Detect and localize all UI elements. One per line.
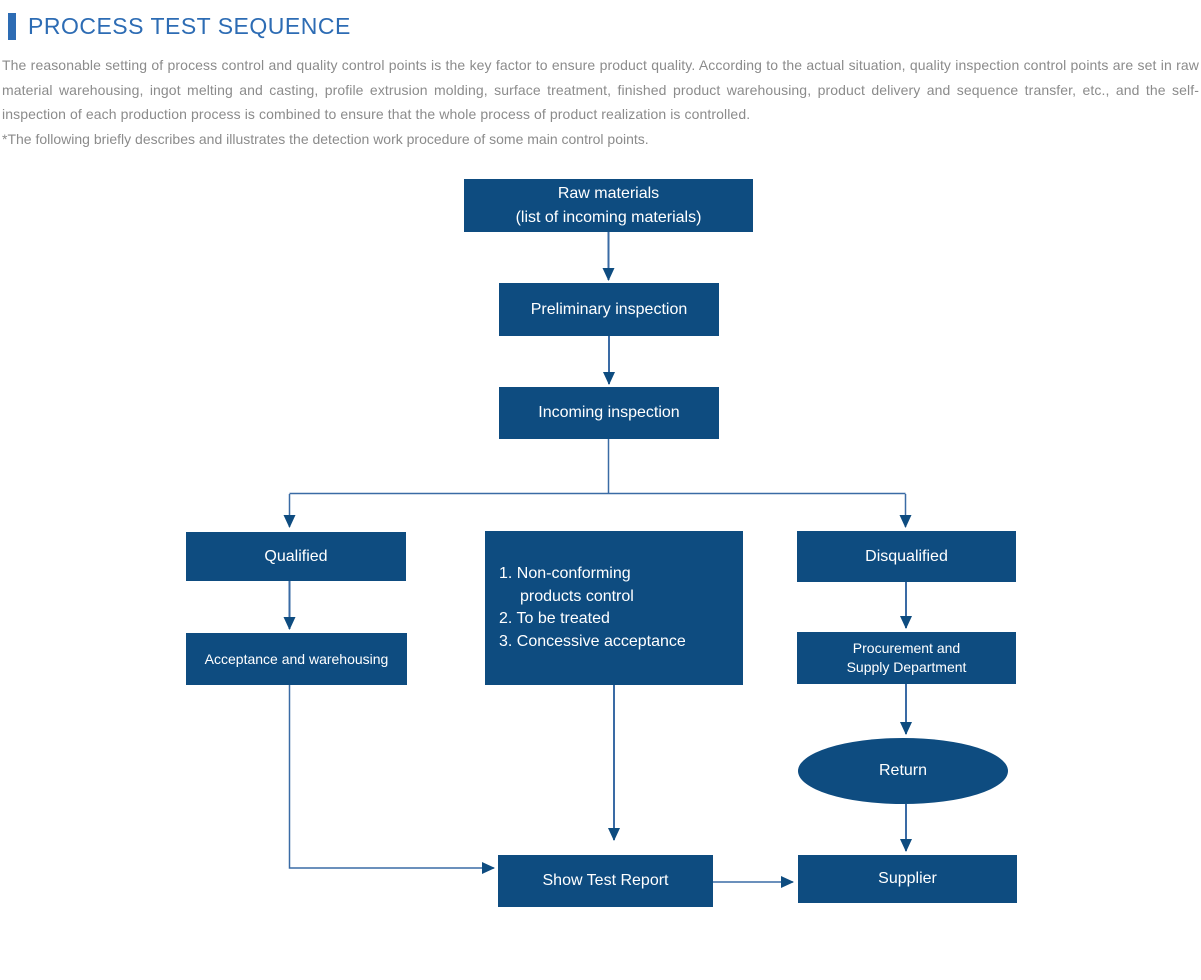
nonconforming-item1: 1. Non-conforming — [499, 565, 631, 582]
edge-incoming-branch — [289, 439, 906, 495]
page-title: PROCESS TEST SEQUENCE — [28, 13, 351, 39]
section-header: PROCESS TEST SEQUENCE — [0, 0, 1201, 40]
nonconforming-item3: 3. Concessive acceptance — [499, 632, 686, 650]
node-incoming-inspection: Incoming inspection — [499, 387, 719, 439]
node-return: Return — [798, 738, 1008, 804]
node-raw-materials-line1: Raw materials — [557, 184, 660, 202]
node-show-test-report: Show Test Report — [498, 855, 713, 907]
node-disqualified: Disqualified — [797, 531, 1016, 582]
node-acceptance-warehousing: Acceptance and warehousing — [186, 633, 407, 685]
node-nonconforming-control: 1. Non-conforming products control 2. To… — [485, 531, 743, 685]
intro-paragraph: The reasonable setting of process contro… — [2, 57, 1199, 122]
procurement-line2: Supply Department — [846, 659, 967, 675]
node-qualified: Qualified — [186, 532, 406, 581]
edge-acceptance-to-showreport — [288, 685, 495, 874]
nonconforming-item2: 2. To be treated — [499, 610, 610, 627]
title-accent-bar — [8, 13, 16, 40]
node-procurement-supply: Procurement and Supply Department — [797, 632, 1016, 684]
procurement-line1: Procurement and — [852, 640, 961, 656]
node-raw-materials: Raw materials (list of incoming material… — [464, 179, 753, 232]
node-preliminary-inspection: Preliminary inspection — [499, 283, 719, 336]
nonconforming-item1-cont: products control — [520, 587, 634, 605]
intro-note: *The following briefly describes and ill… — [2, 130, 649, 147]
node-raw-materials-line2: (list of incoming materials) — [515, 208, 702, 226]
node-supplier: Supplier — [798, 855, 1017, 903]
